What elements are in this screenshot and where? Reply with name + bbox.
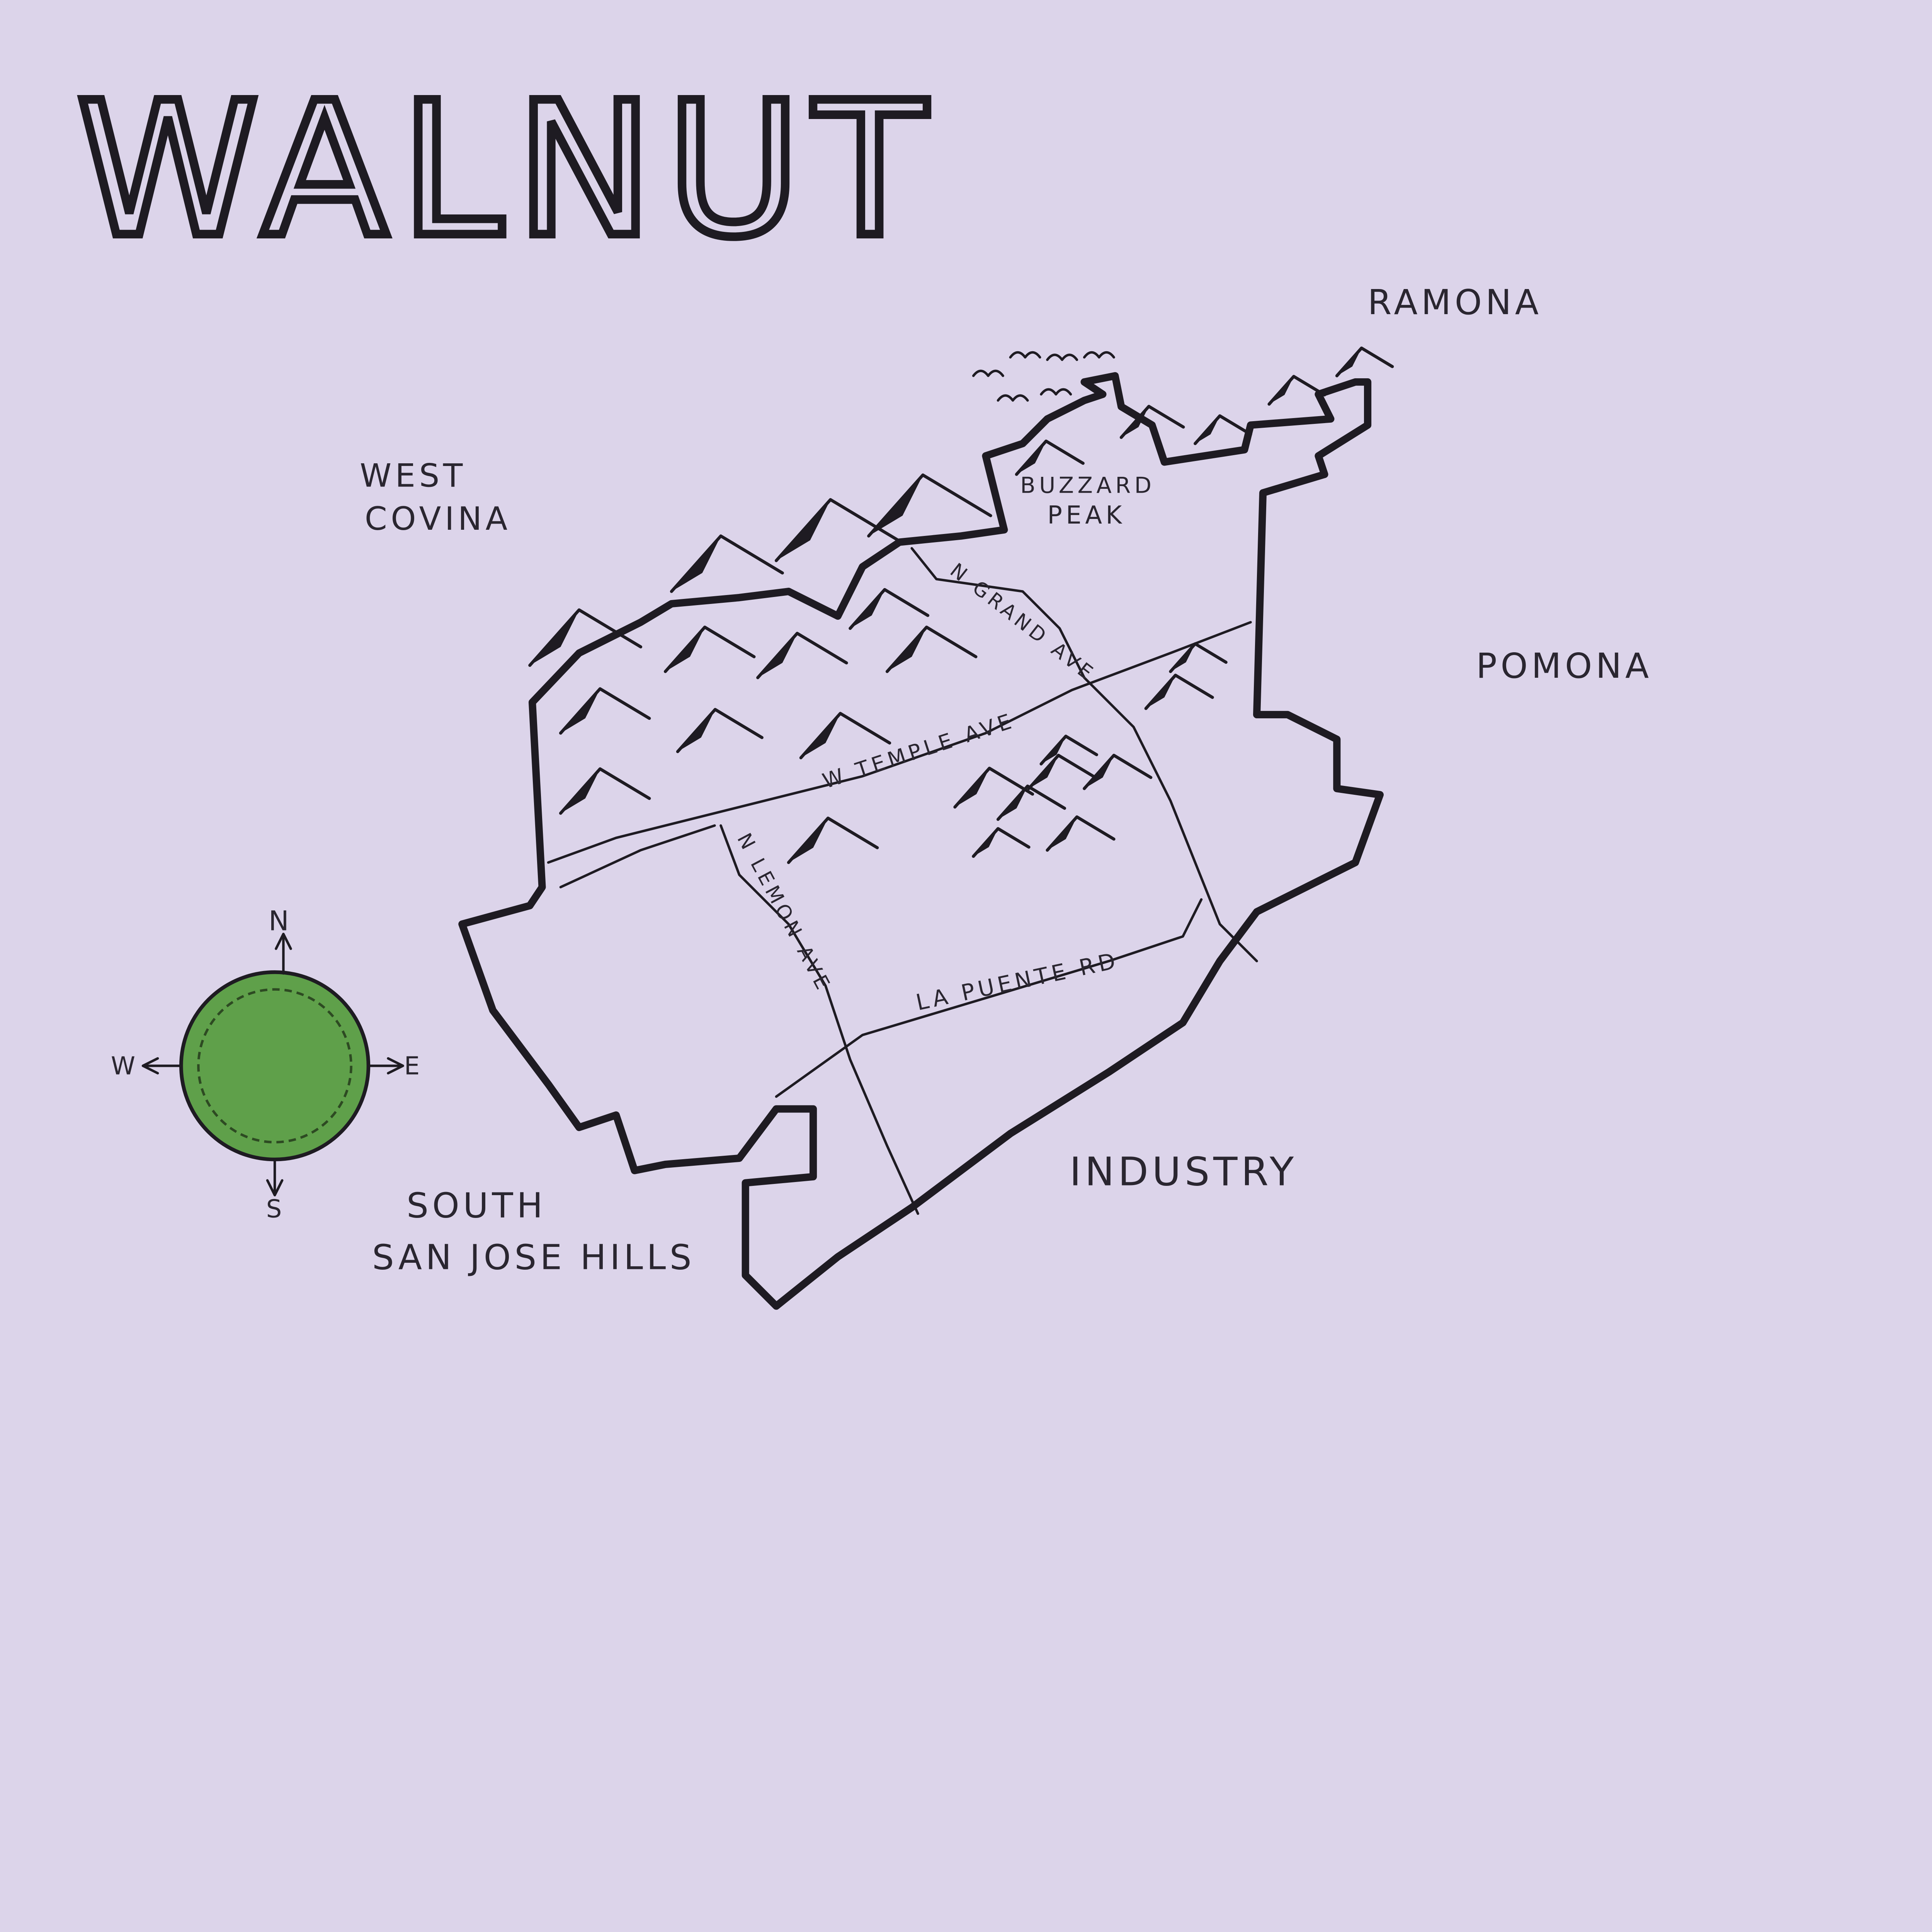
mountain-shade [1337,348,1362,376]
road-connector [559,824,716,889]
road-n-lemon-ave [719,824,919,1215]
mountain-icon [1083,753,1153,790]
mountain-shade [758,633,798,678]
mountain-icon [849,588,930,630]
compass-globe [179,970,371,1162]
label-covina: COVINA [365,500,511,537]
bird-icon [972,369,1004,377]
bird-icon [1009,351,1041,359]
road-la-puente-rd [775,898,1203,1098]
mountain-icon [559,687,651,735]
mountain-shade [1269,376,1294,404]
label-south: SOUTH [406,1186,546,1226]
compass-ring [197,988,352,1144]
mountain-icon [528,608,643,667]
compass-arrows-icon [141,932,404,1197]
mountain-icon [1194,414,1252,445]
compass-rose: N E S W [111,905,423,1224]
bird-icon [1046,354,1078,361]
bird-icon [997,394,1029,402]
mountain-shade [850,589,885,629]
label-buzzard: BUZZARD [1020,473,1155,498]
label-pomona: POMONA [1476,646,1653,686]
mountain-icon [1119,405,1185,439]
mountain-shade [869,475,923,536]
mountain-shade [1170,644,1196,672]
mountain-shade [1041,736,1066,764]
road-n-grand-ave [910,547,1258,963]
mountain-icon [953,767,1034,809]
mountain-shade [530,610,579,665]
mountain-icon [972,827,1031,858]
label-ramona: RAMONA [1368,282,1543,323]
bird-icon [1083,351,1115,359]
mountain-icon [1169,642,1228,673]
mountain-icon [1039,735,1098,766]
compass-w: W [111,1052,139,1081]
mountain-shade [776,500,831,561]
compass-e: E [404,1052,423,1081]
label-san-jose-hills: SAN JOSE HILLS [372,1237,695,1277]
compass-n: N [269,905,293,937]
mountain-icon [670,534,784,593]
label-peak: PEAK [1047,501,1125,530]
mountain-icon [799,712,891,760]
map-title: WALNUT [77,63,939,278]
mountain-icon [1015,439,1085,476]
mountain-icon [885,626,978,673]
label-industry: INDUSTRY [1070,1149,1298,1195]
mountain-icon [1046,815,1116,852]
paper [0,0,1932,1486]
mountain-icon [787,816,879,864]
label-west: WEST [360,457,466,495]
map-canvas: WALNUT RAMONA WEST COVINA POMONA INDUSTR… [0,0,1932,1486]
mountain-icon [1027,753,1097,790]
mountain-shade [665,627,705,672]
mountain-shade [801,713,840,758]
mountain-shade [671,536,721,592]
mountain-range [528,346,1394,864]
mountain-shade [560,689,600,733]
mountain-icon [1144,673,1214,710]
city-boundary [458,372,1384,1310]
mountain-icon [663,626,756,673]
mountain-icon [559,767,651,815]
mountain-icon [774,498,900,562]
mountain-shade [887,627,927,672]
compass-s: S [266,1195,286,1224]
mountain-icon [756,632,848,679]
mountain-icon [1267,375,1326,406]
mountain-icon [1335,346,1394,378]
bird-icon [1040,388,1072,396]
mountain-icon [867,473,992,538]
road-w-temple-ave [547,621,1252,864]
mountain-icon [676,708,764,753]
